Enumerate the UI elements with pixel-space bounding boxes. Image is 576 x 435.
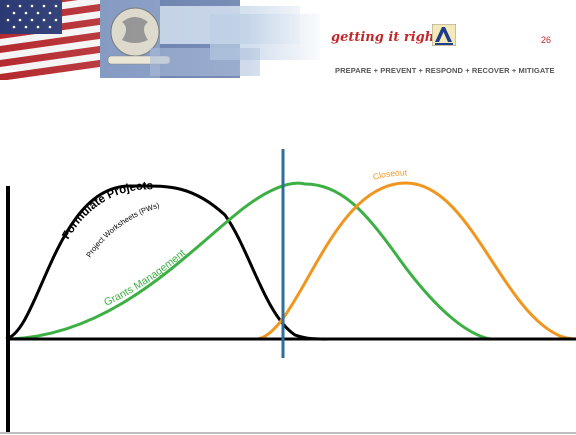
left-vertical-rule xyxy=(6,186,10,432)
bottom-rule xyxy=(0,432,576,434)
closeout-curve xyxy=(257,181,576,341)
formulate-projects-curve xyxy=(5,184,336,341)
label-closeout: Closeout xyxy=(372,167,408,181)
agency-logo xyxy=(431,23,457,47)
motto: PREPARE + PREVENT + RESPOND + RECOVER + … xyxy=(335,66,555,75)
page-number: 26 xyxy=(541,35,552,45)
grants-management-curve xyxy=(9,181,491,341)
tagline: getting it right! xyxy=(331,30,446,45)
phase-curves-diagram: Formulate Projects Project Worksheets (P… xyxy=(5,149,576,358)
flag-and-seal-banner xyxy=(0,0,330,80)
label-grants-management: Grants Management xyxy=(102,247,188,309)
